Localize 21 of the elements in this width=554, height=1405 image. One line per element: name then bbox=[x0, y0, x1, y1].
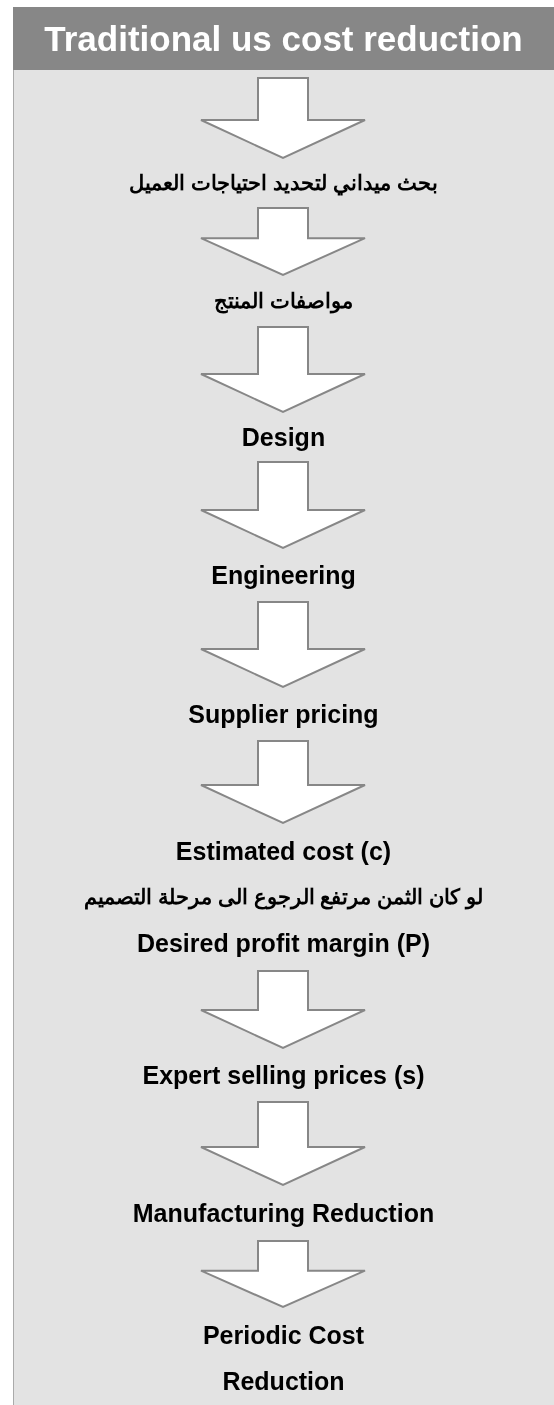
step-label: Estimated cost (c) bbox=[175, 836, 392, 867]
step-label: بحث ميداني لتحديد احتياجات العميل bbox=[129, 170, 438, 198]
block-arrow bbox=[200, 207, 366, 277]
step-label: Manufacturing Reduction bbox=[132, 1198, 435, 1229]
step-label: Supplier pricing bbox=[188, 699, 379, 730]
block-arrow bbox=[200, 601, 366, 689]
block-arrow bbox=[200, 1101, 366, 1187]
block-arrow bbox=[200, 461, 366, 550]
step-label: Design bbox=[241, 422, 326, 453]
block-arrow bbox=[200, 326, 366, 414]
step-label: Expert selling prices (s) bbox=[142, 1060, 425, 1091]
block-arrow bbox=[200, 77, 366, 160]
title-bar: Traditional us cost reduction bbox=[13, 7, 554, 70]
step-label: Desired profit margin (P) bbox=[136, 928, 431, 959]
step-label: مواصفات المنتج bbox=[214, 288, 353, 316]
step-label: Engineering bbox=[211, 560, 356, 591]
block-arrow bbox=[200, 970, 366, 1050]
step-label: لو كان الثمن مرتفع الرجوع الى مرحلة التصميم bbox=[84, 884, 483, 912]
block-arrow bbox=[200, 740, 366, 825]
block-arrow bbox=[200, 1240, 366, 1309]
step-label: Periodic Cost Reduction bbox=[201, 1320, 366, 1397]
